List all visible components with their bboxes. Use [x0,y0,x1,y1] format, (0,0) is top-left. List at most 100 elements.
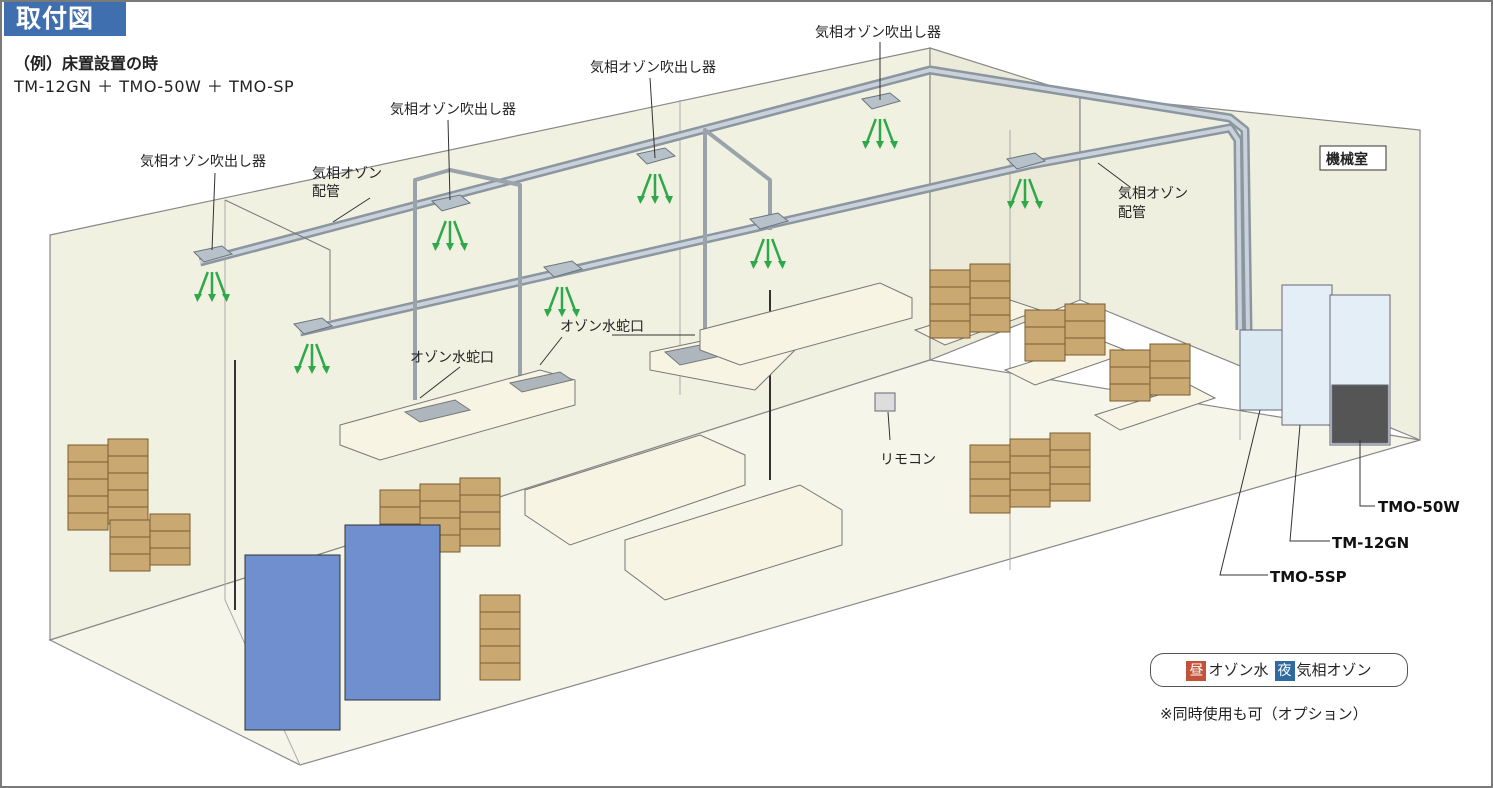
box [1049,466,1091,485]
diffuser [192,245,234,263]
green-arrow-icon [215,271,228,299]
table [699,282,913,366]
green-arrow-icon [658,173,671,201]
tmo-5sp-label: TMO-5SP [1270,568,1347,586]
box [969,461,1011,480]
green-arrow-icon [544,309,552,317]
box [969,314,1011,333]
box [1064,320,1106,339]
diffuser [635,147,677,165]
box [67,478,109,497]
box [969,280,1011,299]
furniture [339,282,1217,601]
box [969,495,1011,514]
box [1064,337,1106,356]
water-pipe [413,168,522,400]
box [1049,449,1091,468]
diffuser [748,212,790,230]
machine-room-label-box [1319,145,1387,171]
box [107,438,149,457]
box [1009,438,1051,457]
green-arrow-icon [565,286,578,314]
box [107,455,149,474]
box [459,477,501,496]
green-arrow-icon [771,238,784,266]
green-arrow-icon [1035,201,1043,209]
pipe-label: 気相オゾン [312,166,382,182]
diffuser [1005,152,1047,170]
table [524,434,746,546]
box [929,286,971,305]
remote-label: リモコン [880,452,936,468]
green-arrow-icon [1028,178,1041,206]
green-arrow-icon [1007,201,1015,209]
box [479,645,521,664]
green-arrow-icon [453,220,466,248]
box [67,444,109,463]
diffuser [430,194,472,212]
box [1009,489,1051,508]
green-arrow-icon [1009,178,1022,206]
box [969,478,1011,497]
green-arrow-icon [308,366,316,374]
tmo-5sp-unit [1239,329,1283,411]
box [67,461,109,480]
table [624,484,843,601]
green-arrow-icon [446,243,454,251]
box [1064,303,1106,322]
diffuser-label: 気相オゾン吹出し器 [390,102,516,118]
green-arrow-icon [294,366,302,374]
box [1049,483,1091,502]
night-label: 気相オゾン [1296,661,1372,679]
tm-12gn-unit [1281,284,1333,426]
box [479,628,521,647]
green-arrow-icon [322,366,330,374]
hanger [224,199,331,320]
box [107,472,149,491]
green-arrow-icon [296,343,309,371]
box [419,500,461,519]
cardboard-boxes [67,263,1191,681]
box [107,489,149,508]
box [67,512,109,531]
tmo-50w-grille [1331,384,1389,444]
box [109,519,151,538]
machine-room-label: 機械室 [1326,151,1368,168]
page-title: 取付図 [4,2,126,36]
green-arrow-icon [432,243,440,251]
faucet-label: オゾン水蛇口 [410,350,494,366]
box [969,297,1011,316]
green-arrow-icon [208,294,216,302]
green-arrow-icon [764,261,772,269]
box [969,444,1011,463]
tmo-50w-label: TMO-50W [1378,498,1460,516]
box [969,263,1011,282]
sink-basin [403,399,472,423]
sink-counter [339,369,576,461]
box [459,528,501,547]
box [1109,366,1151,385]
green-arrow-icon [637,196,645,204]
diffuser-label: 気相オゾン吹出し器 [590,60,716,76]
box [479,662,521,681]
green-arrow-icon [778,261,786,269]
diffuser [292,317,334,335]
green-arrow-icon [862,141,870,149]
green-arrow-icon [639,173,652,201]
leader-lines [211,42,1375,576]
box [1109,383,1151,402]
box [1024,343,1066,362]
green-arrow-icon [651,196,659,204]
green-arrow-icon [1021,201,1029,209]
green-arrow-icon [434,220,447,248]
diffuser-label: 気相オゾン吹出し器 [815,25,941,41]
green-arrow-icon [665,196,673,204]
rack [244,554,341,731]
box [929,269,971,288]
box [1149,360,1191,379]
box [479,594,521,613]
box [1149,377,1191,396]
box [1109,349,1151,368]
